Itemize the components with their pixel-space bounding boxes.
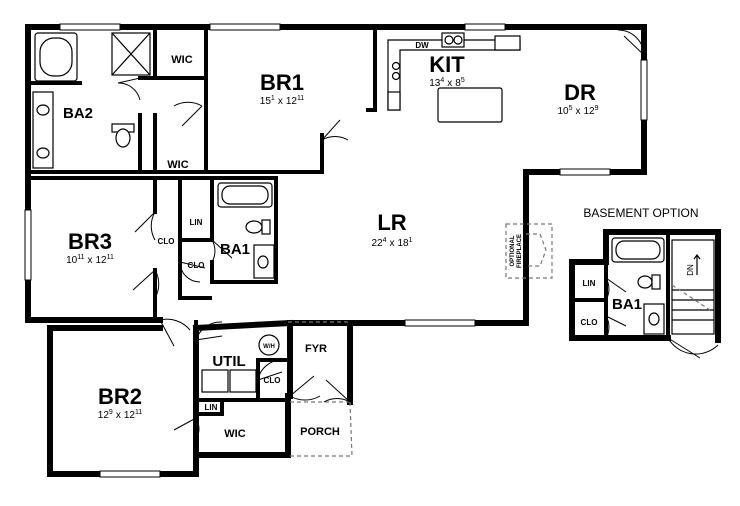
wh-label: W/H — [263, 344, 275, 350]
fireplace-label-line2: FIREPLACE — [517, 234, 523, 268]
vanity-ba1 — [253, 244, 275, 279]
porch-label: PORCH — [300, 426, 340, 438]
basement-option — [569, 229, 721, 359]
br1-label: BR1 — [260, 70, 304, 95]
bathtub-ba2 — [34, 32, 78, 82]
basement-caption: BASEMENT OPTION — [583, 206, 698, 220]
windows — [24, 23, 648, 478]
stair-arrowhead-icon — [693, 254, 701, 260]
lin-hall-label: LIN — [190, 218, 203, 227]
basement-lin-label: LIN — [583, 279, 596, 288]
basement-dn-label: DN — [686, 264, 695, 276]
wic-br2-label: WIC — [224, 428, 245, 440]
clo-hall-label: CLO — [188, 261, 205, 270]
basement-ba1-label: BA1 — [612, 296, 642, 313]
interior-walls — [26, 25, 377, 416]
wic-br1-label: WIC — [171, 54, 192, 66]
clo-br3-label: CLO — [158, 237, 175, 246]
lin-br2-label: LIN — [205, 403, 218, 412]
dw-label: DW — [415, 41, 429, 50]
wic-ba2-label: WIC — [167, 159, 188, 171]
toilet-ba2 — [111, 123, 135, 148]
lr-label: LR — [377, 210, 406, 235]
shower-ba2 — [111, 32, 151, 76]
ba1-label: BA1 — [220, 241, 250, 258]
bathtub-ba1 — [217, 182, 273, 208]
fireplace-label-line1: OPTIONAL — [510, 235, 516, 266]
kit-label: KIT — [429, 52, 465, 77]
doors — [117, 29, 645, 441]
toilet-ba1 — [245, 219, 271, 235]
vanity-ba2 — [32, 91, 54, 169]
br2-label: BR2 — [98, 384, 142, 409]
fyr-label: FYR — [305, 343, 327, 355]
ba2-label: BA2 — [63, 105, 93, 122]
fireplace — [505, 223, 553, 279]
basement-clo-label: CLO — [581, 318, 598, 327]
clo-util-label: CLO — [264, 376, 281, 385]
util-label: UTIL — [212, 353, 245, 370]
kitchen-counter — [387, 32, 521, 123]
washer-dryer — [201, 334, 280, 393]
porch-outline — [288, 321, 353, 457]
dr-label: DR — [564, 80, 596, 105]
br3-label: BR3 — [68, 229, 112, 254]
